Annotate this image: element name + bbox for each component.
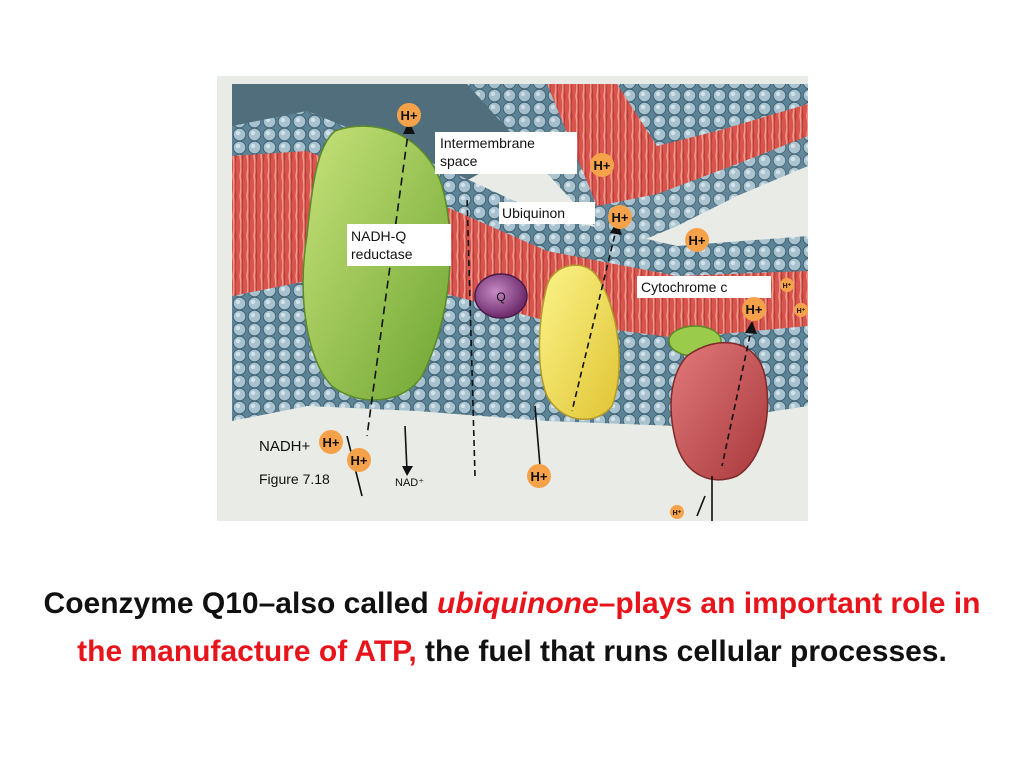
h-ion-6: H+	[319, 430, 343, 454]
membrane-diagram: Q Intermembrane space	[217, 76, 808, 521]
caption-part-1: Coenzyme Q10–also called	[43, 587, 438, 620]
membrane-figure: Q Intermembrane space	[217, 76, 808, 521]
cytochrome-reductase-complex	[538, 264, 620, 420]
proton-pathways	[346, 125, 753, 521]
label-space: space	[440, 153, 478, 169]
h-ion-8: H+	[527, 464, 551, 488]
h-ion-4: H+	[685, 228, 709, 252]
svg-text:H+: H+	[351, 453, 368, 468]
ubiquinone-molecule	[474, 273, 528, 319]
svg-text:H+: H+	[323, 435, 340, 450]
svg-text:H⁺: H⁺	[797, 308, 806, 315]
proton-ions: H+ H+ H+ H+ H+ H+ H+ H+ H⁺ H⁺ H⁺	[319, 103, 808, 519]
h-ion-small-2: H⁺	[794, 303, 808, 317]
label-nadh-q: NADH-Q	[351, 228, 406, 244]
h-ion-3: H+	[608, 205, 632, 229]
h-ion-2: H+	[590, 153, 614, 177]
slide-caption: Coenzyme Q10–also called ubiquinone–play…	[40, 580, 984, 676]
caption-part-4: the fuel that runs cellular processes.	[416, 635, 947, 668]
label-cytochrome-c: Cytochrome c	[641, 279, 727, 295]
svg-text:H+: H+	[689, 233, 706, 248]
label-reductase: reductase	[351, 246, 413, 262]
h-ion-1: H+	[397, 103, 421, 127]
svg-text:H+: H+	[531, 469, 548, 484]
svg-text:H+: H+	[612, 210, 629, 225]
label-nadh: NADH+	[259, 438, 311, 455]
svg-text:H+: H+	[594, 158, 611, 173]
h-ion-5: H+	[742, 297, 766, 321]
ubiquinone-symbol: Q	[496, 290, 505, 304]
label-ubiquinon: Ubiquinon	[502, 205, 565, 221]
cytochrome-oxidase-complex	[670, 341, 769, 481]
svg-text:H+: H+	[401, 108, 418, 123]
h-ion-small-3: H⁺	[670, 505, 684, 519]
h-ion-small-1: H⁺	[780, 278, 794, 292]
h-ion-7: H+	[347, 448, 371, 472]
svg-text:H⁺: H⁺	[783, 283, 792, 290]
figure-number: Figure 7.18	[259, 471, 330, 487]
svg-text:H+: H+	[746, 302, 763, 317]
label-nad: NAD⁺	[395, 477, 424, 489]
caption-part-3: –plays an important role in the manufact…	[77, 587, 981, 668]
label-intermembrane: Intermembrane	[440, 135, 535, 151]
caption-ubiquinone: ubiquinone	[437, 587, 599, 620]
svg-text:H⁺: H⁺	[673, 510, 682, 517]
